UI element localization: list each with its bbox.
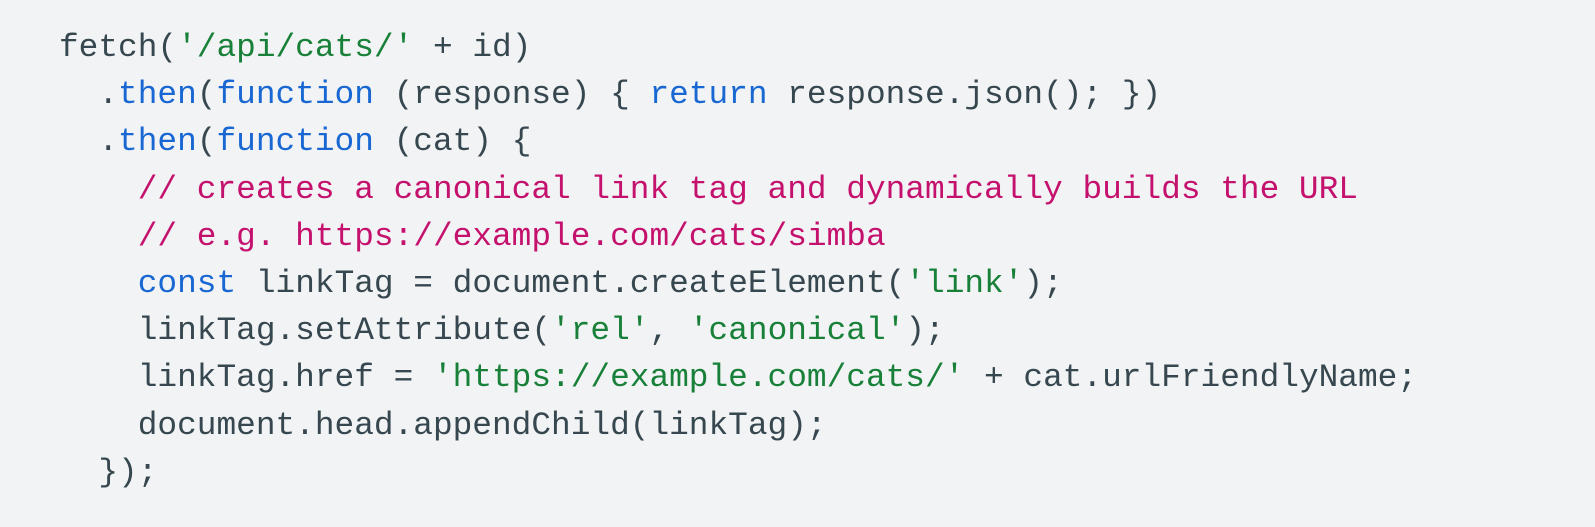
keyword-token: function	[216, 76, 374, 114]
keyword-token: const	[137, 264, 237, 302]
code-text: .	[59, 123, 119, 161]
code-text: + id)	[413, 29, 532, 66]
code-line: document.head.appendChild(linkTag);	[59, 402, 1417, 449]
code-text: (	[196, 123, 217, 161]
code-line: });	[59, 449, 1417, 496]
string-literal: 'https://example.com/cats/'	[432, 359, 965, 397]
code-text: linkTag.setAttribute(	[59, 312, 552, 350]
code-text: response.json(); })	[767, 76, 1162, 114]
code-comment: // e.g. https://example.com/cats/simba	[137, 217, 886, 255]
code-text	[59, 218, 138, 255]
code-text	[59, 171, 138, 208]
code-text: });	[59, 453, 158, 491]
code-text: ,	[649, 312, 689, 350]
code-text: fetch(	[59, 29, 178, 66]
code-line: fetch('/api/cats/' + id)	[59, 24, 1417, 71]
code-line: linkTag.setAttribute('rel', 'canonical')…	[59, 307, 1417, 354]
code-text: document.head.appendChild(linkTag);	[59, 406, 827, 444]
code-text: .	[59, 76, 119, 114]
keyword-token: then	[118, 123, 197, 161]
string-literal: 'rel'	[551, 312, 650, 350]
code-text: (cat) {	[373, 123, 532, 161]
keyword-token: then	[118, 76, 197, 114]
code-text: );	[1023, 264, 1063, 302]
string-literal: 'link'	[905, 264, 1024, 302]
code-text: linkTag.href =	[59, 359, 433, 397]
code-line: .then(function (cat) {	[59, 118, 1417, 165]
code-block: fetch('/api/cats/' + id) .then(function …	[59, 24, 1417, 496]
code-text: );	[905, 312, 945, 350]
code-text: (response) {	[373, 76, 650, 114]
code-text: linkTag = document.createElement(	[236, 264, 906, 302]
code-line: // e.g. https://example.com/cats/simba	[59, 213, 1417, 260]
string-literal: '/api/cats/'	[177, 29, 414, 66]
code-text: (	[196, 76, 217, 114]
code-text	[59, 265, 138, 302]
code-line: .then(function (response) { return respo…	[59, 71, 1417, 118]
string-literal: 'canonical'	[688, 312, 906, 350]
code-line: linkTag.href = 'https://example.com/cats…	[59, 354, 1417, 401]
code-comment: // creates a canonical link tag and dyna…	[137, 170, 1358, 208]
code-line: // creates a canonical link tag and dyna…	[59, 166, 1417, 213]
keyword-token: function	[216, 123, 374, 161]
code-line: const linkTag = document.createElement('…	[59, 260, 1417, 307]
keyword-token: return	[649, 76, 768, 114]
code-text: + cat.urlFriendlyName;	[964, 359, 1418, 397]
